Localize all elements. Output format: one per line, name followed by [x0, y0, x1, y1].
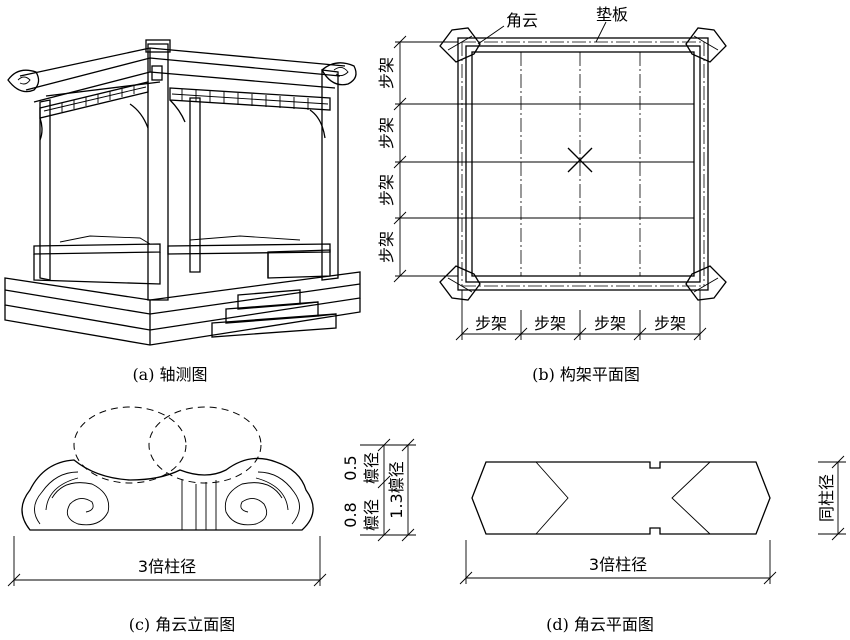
- jiaoyun-plan: [459, 455, 846, 585]
- lattice-fascia-right: [169, 87, 331, 111]
- d-height-label: 同柱径: [817, 474, 836, 522]
- corner-jiaoyun-tr: [685, 27, 727, 63]
- bottom-dim-labels: 步架 步架 步架 步架: [475, 314, 686, 333]
- jiaoyun-elevation: [7, 406, 416, 587]
- c-total: 1.3檩径: [387, 461, 406, 518]
- c-height-labels: 0.5 檩径 0.8 檩径 1.3檩径: [341, 452, 406, 531]
- caption-d: (d) 角云平面图: [546, 615, 654, 634]
- corner-jiaoyun-bl: [439, 265, 481, 301]
- d-width-label: 3倍柱径: [589, 555, 647, 574]
- left-dim-labels: 步架 步架 步架 步架: [377, 57, 396, 263]
- caption-b: (b) 构架平面图: [532, 365, 640, 384]
- c-top-a: 0.5: [341, 455, 360, 480]
- bujia-left-2: 步架: [377, 117, 396, 149]
- corner-jiaoyun-br: [685, 265, 727, 301]
- lattice-fascia-left: [39, 81, 149, 119]
- bujia-bottom-2: 步架: [534, 314, 566, 333]
- bujia-left-3: 步架: [377, 174, 396, 206]
- bujia-bottom-1: 步架: [475, 314, 507, 333]
- c-width-label: 3倍柱径: [138, 557, 196, 576]
- c-top-b: 檩径: [362, 452, 381, 484]
- bujia-bottom-3: 步架: [594, 314, 626, 333]
- bujia-bottom-4: 步架: [654, 314, 686, 333]
- corner-jiaoyun-tl: [439, 27, 481, 63]
- label-jiaoyun: 角云: [506, 11, 538, 30]
- label-dianban: 垫板: [596, 5, 628, 24]
- axonometric-pavilion: [4, 39, 361, 346]
- bujia-left-4: 步架: [377, 231, 396, 263]
- caption-c: (c) 角云立面图: [129, 615, 236, 634]
- bujia-left-1: 步架: [377, 57, 396, 89]
- c-bot-a: 0.8: [341, 502, 360, 527]
- frame-plan: [393, 21, 727, 341]
- caption-a: (a) 轴测图: [132, 365, 207, 384]
- c-bot-b: 檩径: [362, 499, 381, 531]
